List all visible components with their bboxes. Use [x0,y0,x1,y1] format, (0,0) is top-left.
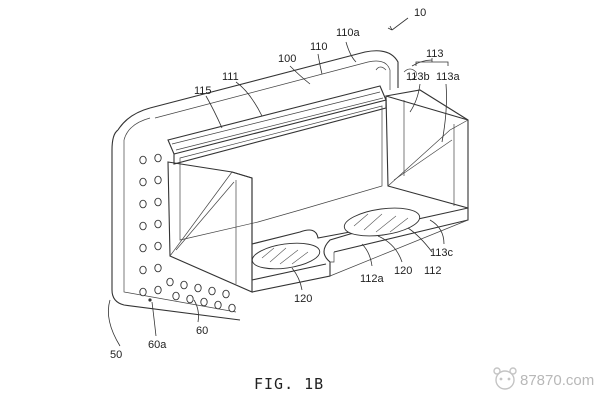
device-body-outline [111,50,417,321]
label-reflector: 113 [426,48,444,60]
perforation-hole [200,297,208,307]
label-device: 10 [414,7,426,19]
lens-right [343,207,421,237]
label-opening: 111 [222,71,239,83]
right-reflector [385,89,469,209]
label-hole: 60a [148,339,167,351]
perforation-hole [139,177,147,187]
figure-caption: FIG. 1B [254,375,324,393]
perforation-hole [180,280,188,290]
perforation-hole [154,219,162,229]
perforation-hole [139,221,147,231]
label-back-cover: 60 [196,325,208,337]
perforation-hole [194,283,202,293]
perforation-hole [139,199,147,209]
label-lens-left: 120 [294,293,312,305]
perforation-hole [154,285,162,295]
leader-lines [107,17,449,347]
label-reflector-a: 113a [436,71,461,83]
label-body: 100 [278,53,296,65]
label-reflector-b: 113b [406,71,430,83]
left-reflector [167,161,253,293]
label-panel: 115 [194,85,212,97]
lens-left [251,242,321,270]
perforation-hole [172,291,180,301]
label-tray-notch: 112a [360,273,385,285]
perforation-hole [154,241,162,251]
watermark-text: 87870.com [520,372,594,389]
perforation-hole [222,289,230,299]
perforation-hole [154,197,162,207]
marked-hole-dot [148,298,152,302]
perforation-hole [186,294,194,304]
label-lens-right: 120 [394,265,412,277]
perforation-hole [139,243,147,253]
perforation-hole [154,153,162,163]
perforation-hole [139,265,147,275]
perforation-hole [166,277,174,287]
perforation-hole [208,286,216,296]
label-reflector-c: 113c [430,247,454,259]
panda-logo-icon [493,367,517,390]
label-tray: 112 [424,265,442,277]
back-cover-holes [139,153,236,313]
perforation-hole [139,287,147,297]
perforation-hole [154,263,162,273]
reference-labels: 10 110a 110 100 111 115 113 113b 113a 11… [110,7,461,361]
label-phone: 50 [110,349,122,361]
label-frame: 110 [310,41,328,53]
perforation-hole [228,303,236,313]
label-frame-edge: 110a [336,27,361,39]
perforation-hole [154,175,162,185]
perforation-hole [139,155,147,165]
watermark: 87870.com [493,367,594,390]
perforation-hole [214,300,222,310]
